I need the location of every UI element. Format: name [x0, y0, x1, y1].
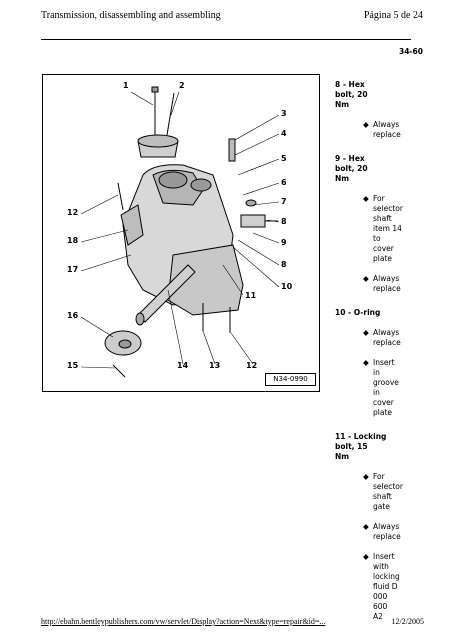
footer-date: 12/2/2005 [391, 617, 424, 626]
legend-bullet-line: Always [373, 328, 400, 337]
legend-bullet-line: gate [373, 502, 390, 511]
legend-bullet-line: plate [373, 254, 392, 263]
legend-bullet-line: replace [373, 284, 401, 293]
callout-label: 1 [123, 81, 129, 90]
bullet-icon: ◆ [363, 328, 369, 337]
legend-heading-line: Nm [335, 100, 350, 109]
bullet-icon: ◆ [363, 194, 369, 203]
legend-bullet-line: 600 [373, 602, 388, 611]
callout-label: 7 [281, 197, 287, 206]
legend-bullet-line: cover [373, 398, 394, 407]
bullet-icon: ◆ [363, 274, 369, 283]
legend-bullet-line: shaft [373, 492, 392, 501]
legend-bullet-line: Always [373, 522, 400, 531]
bullet-icon: ◆ [363, 552, 369, 561]
legend-bullet-line: replace [373, 338, 401, 347]
legend-bullet-line: selector [373, 482, 403, 491]
legend-bullet-line: A2 [373, 612, 383, 621]
bullet-icon: ◆ [363, 120, 369, 129]
legend-bullet-line: item 14 [373, 224, 402, 233]
callout-label: 3 [281, 109, 287, 118]
callout-label: 16 [67, 311, 79, 320]
legend-bullet-line: Always [373, 274, 400, 283]
legend-bullet-line: Insert [373, 552, 395, 561]
legend-bullet-line: For [373, 472, 385, 481]
callout-label: 9 [281, 238, 287, 247]
callout-label: 10 [281, 282, 293, 291]
callout-label: 8 [281, 260, 287, 269]
legend-heading-line: bolt, 20 [335, 164, 368, 173]
callout-label: 2 [179, 81, 185, 90]
legend-bullet-line: For [373, 194, 385, 203]
callout-label: 4 [281, 129, 287, 138]
callout-label: 12 [246, 361, 258, 370]
figure-id: N34-0990 [265, 373, 316, 386]
callout-label: 6 [281, 178, 287, 187]
legend-bullet-line: shaft [373, 214, 392, 223]
bullet-icon: ◆ [363, 358, 369, 367]
bullet-icon: ◆ [363, 522, 369, 531]
legend-bullet-line: to [373, 234, 381, 243]
legend-bullet-line: replace [373, 130, 401, 139]
legend-heading-line: 9 - Hex [335, 154, 365, 163]
legend-bullet-line: Insert [373, 358, 395, 367]
callout-label: 15 [67, 361, 79, 370]
legend-bullet-line: 000 [373, 592, 388, 601]
legend-bullet-line: plate [373, 408, 392, 417]
callout-label: 18 [67, 236, 79, 245]
legend-bullet-line: in [373, 388, 380, 397]
legend-heading-line: bolt, 15 [335, 442, 368, 451]
callout-label: 13 [209, 361, 221, 370]
legend-item-heading: 10 - O-ring [335, 308, 395, 318]
page-header-title: Transmission, disassembling and assembli… [41, 10, 221, 21]
legend-heading-line: Nm [335, 452, 350, 461]
legend-bullet-line: in [373, 368, 380, 377]
legend-bullet-line: groove [373, 378, 399, 387]
callout-label: 11 [245, 291, 257, 300]
legend-heading-line: Nm [335, 174, 350, 183]
section-code: 34-60 [399, 47, 423, 56]
legend-heading-line: 10 - O-ring [335, 308, 381, 317]
legend-bullet-line: with [373, 562, 389, 571]
callout-label: 12 [67, 208, 79, 217]
legend-bullet-line: Always [373, 120, 400, 129]
callout-label: 8 [281, 217, 287, 226]
legend-bullet-line: replace [373, 532, 401, 541]
page-number: Página 5 de 24 [363, 10, 423, 21]
exploded-view-figure: 1 2 3 4 5 6 7 8 9 8 10 11 12 18 17 16 15… [42, 74, 320, 392]
header-rule [41, 39, 411, 40]
legend-bullet-line: locking [373, 572, 400, 581]
legend-heading-line: 8 - Hex [335, 80, 365, 89]
transmission-illustration [80, 86, 280, 378]
callout-label: 17 [67, 265, 79, 274]
legend-heading-line: 11 - Locking [335, 432, 387, 441]
bullet-icon: ◆ [363, 472, 369, 481]
legend-heading-line: bolt, 20 [335, 90, 368, 99]
legend-bullet-line: cover [373, 244, 394, 253]
footer-url-link[interactable]: http://ebahn.bentleypublishers.com/vw/se… [41, 617, 326, 626]
callout-label: 14 [177, 361, 189, 370]
legend-bullet-line: selector [373, 204, 403, 213]
callout-label: 5 [281, 154, 287, 163]
legend-bullet-line: fluid D [373, 582, 398, 591]
